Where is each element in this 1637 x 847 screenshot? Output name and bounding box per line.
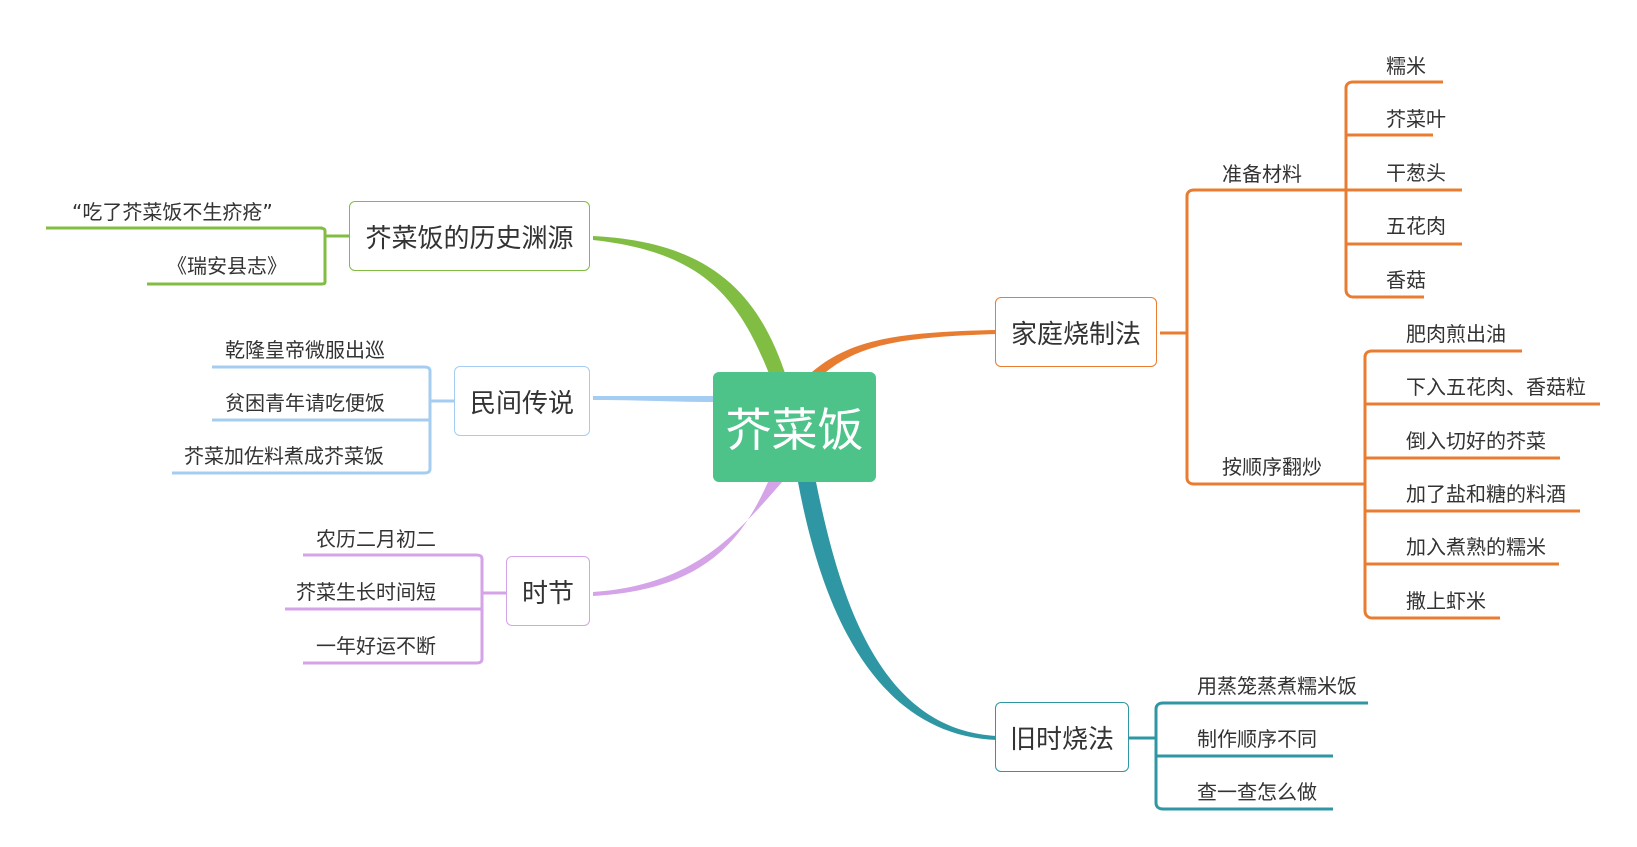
- topic-legend[interactable]: 民间传说: [454, 366, 590, 436]
- festival-item-date[interactable]: 农历二月初二: [316, 527, 436, 551]
- legend-item-recipe[interactable]: 芥菜加佐料煮成芥菜饭: [184, 444, 384, 468]
- branch-festival: [593, 482, 782, 596]
- home-ingredients-label[interactable]: 准备材料: [1222, 162, 1302, 186]
- history-item-saying[interactable]: “吃了芥菜饭不生疥疮”: [72, 200, 273, 224]
- branch-home: [812, 330, 997, 372]
- topic-festival[interactable]: 时节: [506, 556, 590, 626]
- ingredient-glutinous-rice[interactable]: 糯米: [1386, 54, 1426, 78]
- history-connectors: [46, 226, 351, 286]
- topic-history[interactable]: 芥菜饭的历史渊源: [349, 201, 590, 271]
- step-add-mustard[interactable]: 倒入切好的芥菜: [1406, 429, 1546, 453]
- old-item-steam[interactable]: 用蒸笼蒸煮糯米饭: [1197, 674, 1357, 698]
- step-sprinkle-shrimp[interactable]: 撒上虾米: [1406, 589, 1486, 613]
- topic-old-method[interactable]: 旧时烧法: [995, 702, 1129, 772]
- legend-item-emperor[interactable]: 乾隆皇帝微服出巡: [225, 338, 385, 362]
- ingredient-shallot[interactable]: 干葱头: [1386, 161, 1446, 185]
- legend-connectors: [172, 365, 456, 475]
- step-add-pork-mushroom[interactable]: 下入五花肉、香菇粒: [1406, 375, 1586, 399]
- step-add-rice[interactable]: 加入煮熟的糯米: [1406, 535, 1546, 559]
- festival-item-short-growth[interactable]: 芥菜生长时间短: [296, 580, 436, 604]
- history-item-county-record[interactable]: 《瑞安县志》: [167, 254, 287, 278]
- old-connectors: [1129, 701, 1368, 811]
- festival-connectors: [285, 553, 508, 665]
- old-item-order[interactable]: 制作顺序不同: [1197, 727, 1317, 751]
- ingredient-pork-belly[interactable]: 五花肉: [1386, 214, 1446, 238]
- home-steps-label[interactable]: 按顺序翻炒: [1222, 455, 1322, 479]
- central-topic[interactable]: 芥菜饭: [713, 372, 876, 482]
- festival-item-good-luck[interactable]: 一年好运不断: [316, 634, 436, 658]
- step-add-wine[interactable]: 加了盐和糖的料酒: [1406, 482, 1566, 506]
- branch-old: [798, 482, 997, 740]
- branch-history: [593, 236, 786, 376]
- legend-item-youth[interactable]: 贫困青年请吃便饭: [225, 391, 385, 415]
- ingredient-mushroom[interactable]: 香菇: [1386, 268, 1426, 292]
- ingredient-mustard-leaf[interactable]: 芥菜叶: [1386, 107, 1446, 131]
- home-connectors: [1160, 80, 1600, 620]
- topic-home-cooking[interactable]: 家庭烧制法: [995, 297, 1157, 367]
- step-render-fat[interactable]: 肥肉煎出油: [1406, 322, 1506, 346]
- branch-legend: [593, 396, 713, 402]
- old-item-lookup[interactable]: 查一查怎么做: [1197, 780, 1317, 804]
